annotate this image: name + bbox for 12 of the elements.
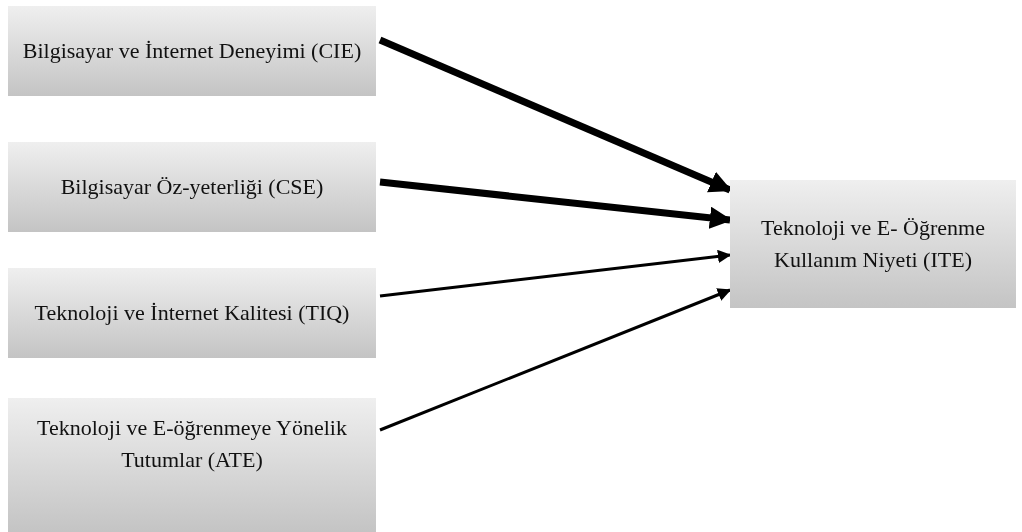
box-label: Teknoloji ve İnternet Kalitesi (TIQ) xyxy=(34,299,350,328)
concept-box xyxy=(8,268,376,358)
concept-box xyxy=(8,142,376,232)
box-label: Bilgisayar Öz-yeterliği (CSE) xyxy=(60,173,324,202)
arrow xyxy=(379,249,732,298)
box-label: Bilgisayar ve İnternet Deneyimi (CIE) xyxy=(22,37,362,66)
arrow xyxy=(379,288,732,432)
concept-box xyxy=(8,6,376,96)
concept-box xyxy=(8,398,376,532)
box-label: Teknoloji ve E- Öğrenme Kullanım Niyeti (ITE) xyxy=(760,214,986,274)
box-label: Teknoloji ve E-öğrenmeye Yönelik Tutumlar (ATE) xyxy=(36,414,348,474)
concept-box xyxy=(730,180,1016,308)
